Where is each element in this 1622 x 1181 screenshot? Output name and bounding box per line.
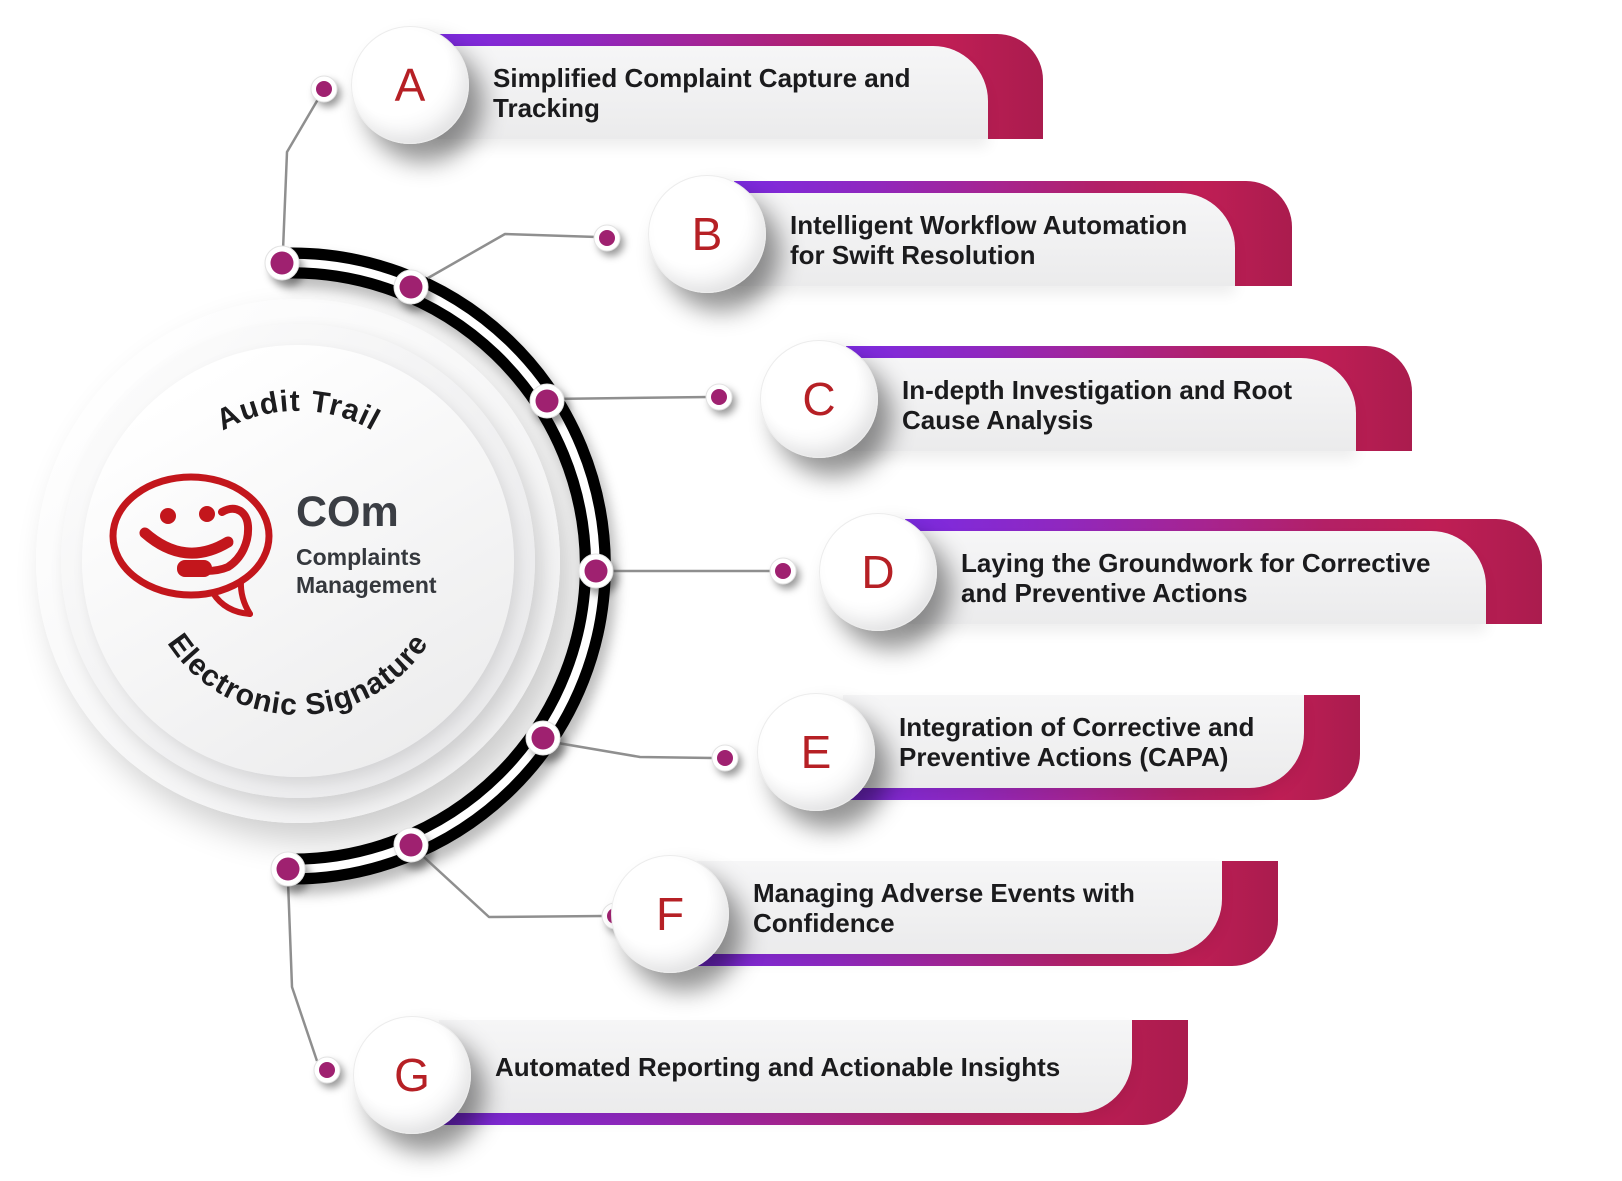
banner-b: Intelligent Workflow Automation for Swif… <box>734 193 1235 286</box>
arc-dot <box>393 269 433 311</box>
branch-dot-a <box>310 75 341 107</box>
connector-c <box>548 395 710 401</box>
branch-dot-b <box>593 224 624 256</box>
logo-text-block: COm Complaints Management <box>296 488 437 599</box>
arc-dot <box>578 553 618 595</box>
banner-text-a: Simplified Complaint Capture and Trackin… <box>493 62 911 123</box>
step-letter-f: F <box>655 888 685 940</box>
step-circle-e: E <box>757 693 875 811</box>
step-letter-e: E <box>800 726 832 778</box>
banner-text-b: Intelligent Workflow Automation for Swif… <box>790 209 1188 270</box>
step-circle-a: A <box>351 26 469 144</box>
connector-a <box>281 88 326 251</box>
connector-f <box>413 847 604 919</box>
step-circle-c: C <box>760 340 878 458</box>
step-letter-d: D <box>861 546 895 598</box>
banner-text-c: In-depth Investigation and Root Cause An… <box>902 374 1292 435</box>
arc-dot <box>393 827 433 869</box>
step-letter-c: C <box>802 373 836 425</box>
banner-a: Simplified Complaint Capture and Trackin… <box>437 46 988 139</box>
banner-d: Laying the Groundwork for Corrective and… <box>905 531 1486 624</box>
banner-g: Automated Reporting and Actionable Insig… <box>439 1020 1132 1113</box>
branch-dot-e <box>711 744 742 776</box>
connector-g <box>286 880 319 1062</box>
arc-dot <box>264 245 304 287</box>
connector-b <box>427 232 598 280</box>
branch-dot-c <box>705 383 736 415</box>
step-circle-d: D <box>819 513 937 631</box>
banner-c: In-depth Investigation and Root Cause An… <box>846 358 1356 451</box>
step-letter-g: G <box>394 1049 430 1101</box>
step-letter-b: B <box>691 208 723 260</box>
banner-f: Managing Adverse Events with Confidence <box>697 861 1222 954</box>
banner-text-g: Automated Reporting and Actionable Insig… <box>495 1051 1061 1082</box>
step-letter-a: A <box>394 59 426 111</box>
banner-text-f: Managing Adverse Events with Confidence <box>753 877 1135 938</box>
arc-dot <box>529 383 569 425</box>
arc-dot <box>270 851 310 893</box>
banner-text-d: Laying the Groundwork for Corrective and… <box>961 547 1431 608</box>
banner-text-e: Integration of Corrective and Preventive… <box>899 711 1255 772</box>
arc-dot <box>525 720 565 762</box>
step-circle-b: B <box>648 175 766 293</box>
banner-e: Integration of Corrective and Preventive… <box>843 695 1304 788</box>
step-circle-g: G <box>353 1016 471 1134</box>
logo-acronym: COm <box>296 488 399 536</box>
step-circle-f: F <box>611 855 729 973</box>
logo-name: Complaints Management <box>296 544 437 598</box>
connector-e <box>545 739 714 760</box>
branch-dot-g <box>313 1056 344 1088</box>
branch-dot-d <box>769 557 800 589</box>
